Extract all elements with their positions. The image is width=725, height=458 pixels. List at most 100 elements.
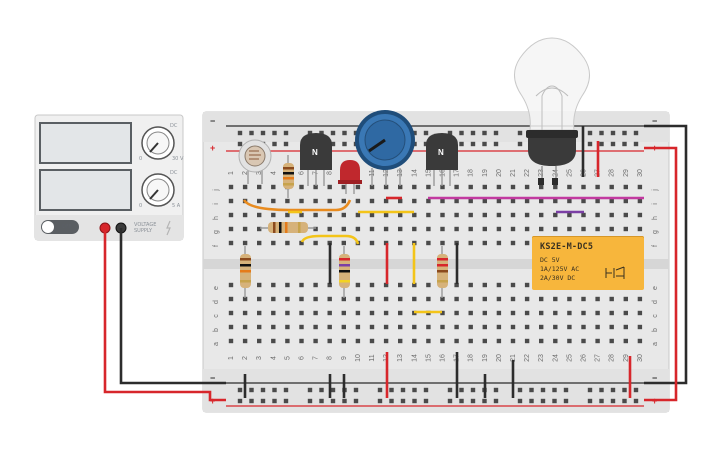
breadboard-hole[interactable] xyxy=(299,324,304,330)
breadboard-hole[interactable] xyxy=(587,398,593,404)
breadboard-hole[interactable] xyxy=(510,324,516,330)
breadboard-hole[interactable] xyxy=(228,198,234,204)
breadboard-hole[interactable] xyxy=(599,398,604,404)
breadboard-hole[interactable] xyxy=(299,240,304,246)
breadboard-hole[interactable] xyxy=(426,338,431,344)
breadboard-hole[interactable] xyxy=(257,282,262,288)
breadboard-hole[interactable] xyxy=(242,226,248,232)
breadboard-hole[interactable] xyxy=(595,296,600,302)
breadboard-hole[interactable] xyxy=(510,226,516,232)
breadboard-hole[interactable] xyxy=(327,212,332,218)
breadboard-hole[interactable] xyxy=(283,387,289,393)
breadboard-hole[interactable] xyxy=(341,240,346,246)
breadboard-hole[interactable] xyxy=(257,198,262,204)
breadboard-hole[interactable] xyxy=(609,198,614,204)
breadboard-hole[interactable] xyxy=(610,141,616,147)
breadboard-hole[interactable] xyxy=(440,338,445,344)
breadboard-hole[interactable] xyxy=(426,184,431,190)
breadboard-hole[interactable] xyxy=(553,338,558,344)
breadboard-hole[interactable] xyxy=(637,184,643,190)
power-supply[interactable] xyxy=(34,114,184,241)
breadboard-hole[interactable] xyxy=(587,130,593,136)
breadboard-hole[interactable] xyxy=(623,184,628,190)
breadboard-hole[interactable] xyxy=(383,212,389,218)
breadboard-hole[interactable] xyxy=(369,296,375,302)
breadboard-hole[interactable] xyxy=(271,310,276,316)
breadboard-hole[interactable] xyxy=(412,226,417,232)
breadboard-hole[interactable] xyxy=(595,310,600,316)
breadboard-hole[interactable] xyxy=(447,130,453,136)
breadboard-hole[interactable] xyxy=(228,282,234,288)
breadboard-hole[interactable] xyxy=(517,387,523,393)
breadboard-hole[interactable] xyxy=(482,226,487,232)
breadboard-hole[interactable] xyxy=(623,338,628,344)
breadboard-hole[interactable] xyxy=(454,296,459,302)
breadboard-hole[interactable] xyxy=(447,398,453,404)
breadboard-hole[interactable] xyxy=(440,310,445,316)
breadboard-hole[interactable] xyxy=(319,130,324,136)
breadboard-hole[interactable] xyxy=(524,184,530,190)
breadboard-hole[interactable] xyxy=(313,310,318,316)
breadboard-hole[interactable] xyxy=(517,398,523,404)
breadboard-hole[interactable] xyxy=(271,240,276,246)
breadboard-hole[interactable] xyxy=(283,141,289,147)
breadboard-hole[interactable] xyxy=(622,130,627,136)
potentiometer[interactable] xyxy=(355,110,415,186)
breadboard-hole[interactable] xyxy=(581,296,586,302)
breadboard-hole[interactable] xyxy=(313,240,318,246)
breadboard-hole[interactable] xyxy=(587,141,593,147)
breadboard-hole[interactable] xyxy=(470,141,476,147)
breadboard-hole[interactable] xyxy=(539,198,544,204)
breadboard-hole[interactable] xyxy=(283,398,289,404)
breadboard-hole[interactable] xyxy=(539,310,544,316)
breadboard-hole[interactable] xyxy=(342,398,347,404)
breadboard-hole[interactable] xyxy=(327,198,332,204)
voltage-knob[interactable] xyxy=(141,126,175,160)
breadboard-hole[interactable] xyxy=(313,282,318,288)
breadboard-hole[interactable] xyxy=(610,130,616,136)
breadboard-hole[interactable] xyxy=(609,212,614,218)
breadboard-hole[interactable] xyxy=(423,387,429,393)
breadboard-hole[interactable] xyxy=(539,212,544,218)
breadboard-hole[interactable] xyxy=(510,184,516,190)
breadboard-hole[interactable] xyxy=(369,198,375,204)
breadboard-hole[interactable] xyxy=(341,184,346,190)
breadboard-hole[interactable] xyxy=(249,130,254,136)
breadboard-hole[interactable] xyxy=(242,240,248,246)
breadboard-hole[interactable] xyxy=(330,398,336,404)
breadboard-hole[interactable] xyxy=(468,282,473,288)
breadboard-hole[interactable] xyxy=(355,198,361,204)
breadboard-hole[interactable] xyxy=(622,141,627,147)
breadboard-hole[interactable] xyxy=(496,338,502,344)
breadboard-hole[interactable] xyxy=(553,184,558,190)
breadboard-hole[interactable] xyxy=(271,212,276,218)
breadboard-hole[interactable] xyxy=(426,296,431,302)
breadboard-hole[interactable] xyxy=(524,226,530,232)
breadboard-hole[interactable] xyxy=(482,212,487,218)
breadboard-hole[interactable] xyxy=(355,324,361,330)
breadboard-hole[interactable] xyxy=(524,198,530,204)
breadboard-hole[interactable] xyxy=(496,226,502,232)
breadboard-hole[interactable] xyxy=(353,387,359,393)
breadboard-hole[interactable] xyxy=(581,324,586,330)
breadboard-hole[interactable] xyxy=(482,141,487,147)
breadboard-hole[interactable] xyxy=(581,226,586,232)
breadboard-hole[interactable] xyxy=(539,324,544,330)
breadboard-hole[interactable] xyxy=(285,198,290,204)
breadboard-hole[interactable] xyxy=(389,398,394,404)
breadboard-hole[interactable] xyxy=(307,398,313,404)
breadboard-hole[interactable] xyxy=(307,387,313,393)
breadboard-hole[interactable] xyxy=(398,198,403,204)
breadboard-hole[interactable] xyxy=(595,338,600,344)
breadboard-hole[interactable] xyxy=(400,387,406,393)
breadboard-hole[interactable] xyxy=(242,310,248,316)
breadboard-hole[interactable] xyxy=(327,184,332,190)
breadboard-hole[interactable] xyxy=(468,296,473,302)
breadboard-hole[interactable] xyxy=(609,310,614,316)
breadboard-hole[interactable] xyxy=(341,296,346,302)
breadboard-hole[interactable] xyxy=(228,324,234,330)
breadboard-hole[interactable] xyxy=(412,282,417,288)
breadboard-hole[interactable] xyxy=(426,198,431,204)
breadboard-hole[interactable] xyxy=(482,282,487,288)
breadboard-hole[interactable] xyxy=(228,296,234,302)
